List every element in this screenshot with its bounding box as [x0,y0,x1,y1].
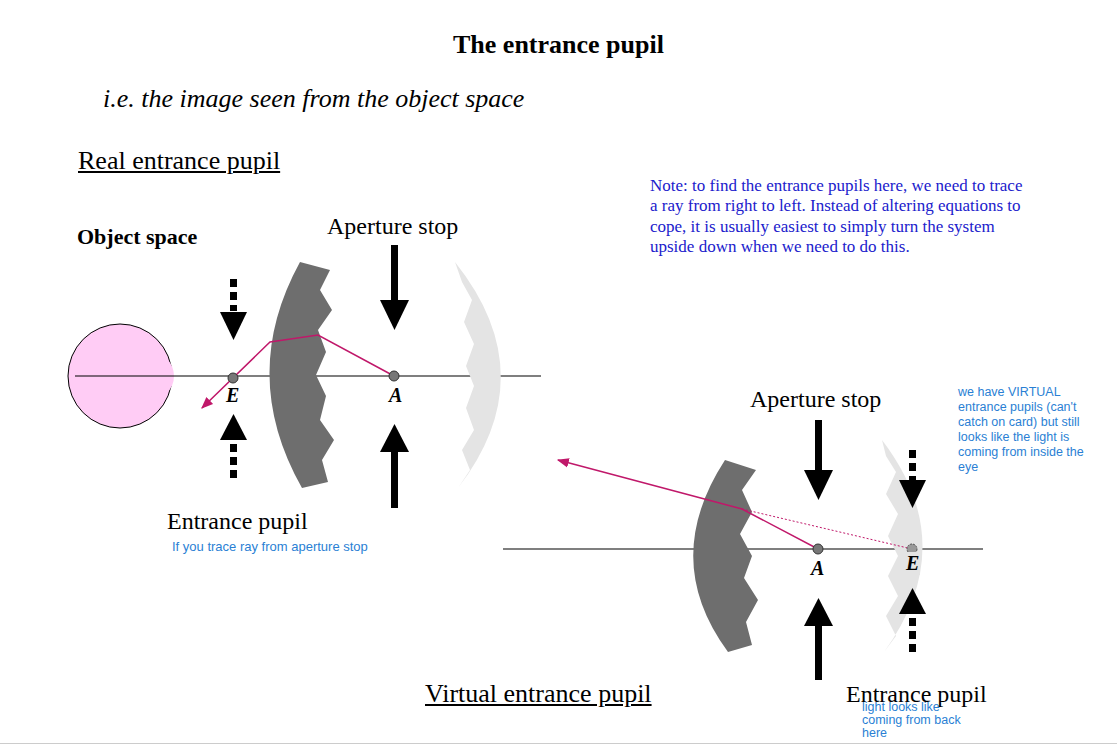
section-heading: Real entrance pupil [78,146,280,176]
crystalline-lens [455,262,501,488]
point-label: E [905,552,920,575]
point-label: A [811,557,824,580]
aperture-stop-arrows [804,420,833,680]
cornea [269,262,334,488]
point-label: E [226,384,239,407]
pupil-point [228,373,238,383]
ray [558,460,818,549]
part-label: Entrance pupil [167,508,308,536]
aperture-stop-arrows [380,245,409,508]
part-label: Aperture stop [750,386,881,414]
crystalline-lens [882,440,923,652]
note: Note: to find the entrance pupils here, … [650,176,1025,258]
entrance-pupil-arrows [220,279,247,478]
annotation: If you trace ray from aperture stop [172,540,368,555]
annotation: light looks like coming from back here [862,701,967,740]
ray [202,335,394,408]
subtitle: i.e. the image seen from the object spac… [103,84,524,114]
cornea [693,460,758,652]
section-heading: Virtual entrance pupil [425,679,652,709]
slide-title: The entrance pupil [453,30,664,60]
stop-point [389,371,399,381]
virtual-ray [742,509,912,549]
stop-point [813,544,823,554]
entrance-pupil-arrows [899,450,926,652]
point-label: A [389,384,402,407]
annotation: we have VIRTUAL entrance pupils (can't c… [958,385,1098,475]
part-label: Aperture stop [327,213,458,241]
region-label: Object space [77,224,197,249]
